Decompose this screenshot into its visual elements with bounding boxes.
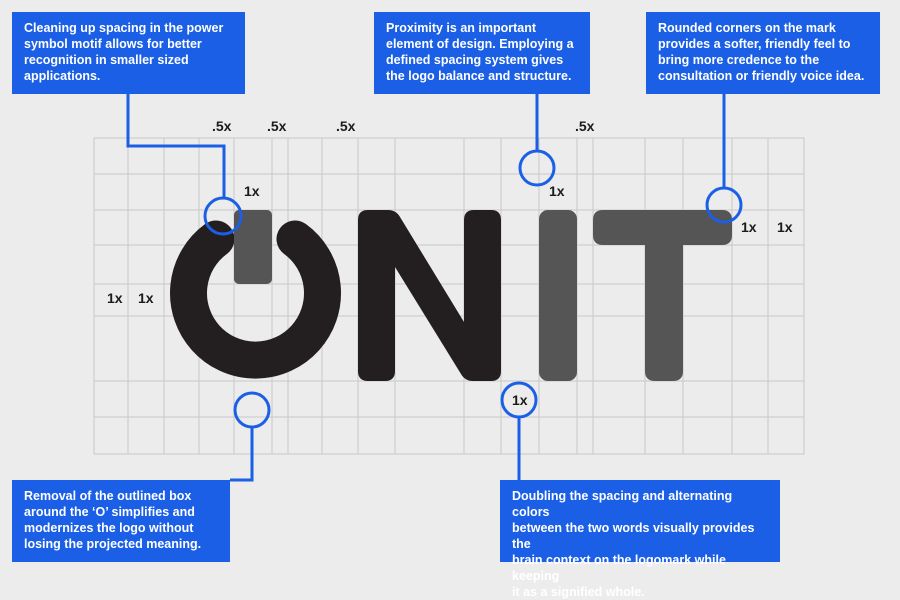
leader-line-box bbox=[230, 427, 254, 482]
highlight-circle-box bbox=[233, 391, 271, 429]
callout-power-symbol: Cleaning up spacing in the power symbol … bbox=[12, 12, 245, 94]
spacing-label: 1x bbox=[741, 219, 757, 235]
logo-word-on bbox=[170, 210, 501, 381]
spacing-label: .5x bbox=[212, 118, 232, 134]
spacing-label: .5x bbox=[575, 118, 595, 134]
letter-i bbox=[539, 210, 577, 381]
spacing-label: 1x bbox=[512, 392, 528, 408]
callout-doubling-spacing: Doubling the spacing and alternating col… bbox=[500, 480, 780, 599]
spacing-label: 1x bbox=[549, 183, 565, 199]
callout-proximity: Proximity is an important element of des… bbox=[374, 12, 590, 94]
highlight-circle-power bbox=[203, 196, 243, 236]
spacing-label: 1x bbox=[138, 290, 154, 306]
highlight-circle-proximity bbox=[518, 149, 556, 187]
callout-rounded-corners: Rounded corners on the mark provides a s… bbox=[646, 12, 880, 94]
letter-n bbox=[358, 210, 501, 381]
callout-leaders bbox=[126, 94, 743, 482]
spacing-label: 1x bbox=[777, 219, 793, 235]
spacing-labels: .5x .5x .5x .5x 1x 1x 1x 1x 1x 1x 1x bbox=[107, 118, 793, 408]
power-symbol-stem bbox=[234, 210, 272, 284]
spacing-label: 1x bbox=[107, 290, 123, 306]
leader-line-power bbox=[126, 94, 226, 199]
spacing-label: .5x bbox=[267, 118, 287, 134]
power-symbol-o bbox=[170, 220, 341, 379]
spacing-label: .5x bbox=[336, 118, 356, 134]
highlight-circle-doubling bbox=[500, 381, 538, 419]
letter-t bbox=[593, 210, 732, 381]
logo-word-it bbox=[539, 210, 732, 381]
highlight-circle-rounded bbox=[705, 186, 743, 224]
spacing-label: 1x bbox=[244, 183, 260, 199]
callout-outlined-box: Removal of the outlined box around the ‘… bbox=[12, 480, 230, 562]
